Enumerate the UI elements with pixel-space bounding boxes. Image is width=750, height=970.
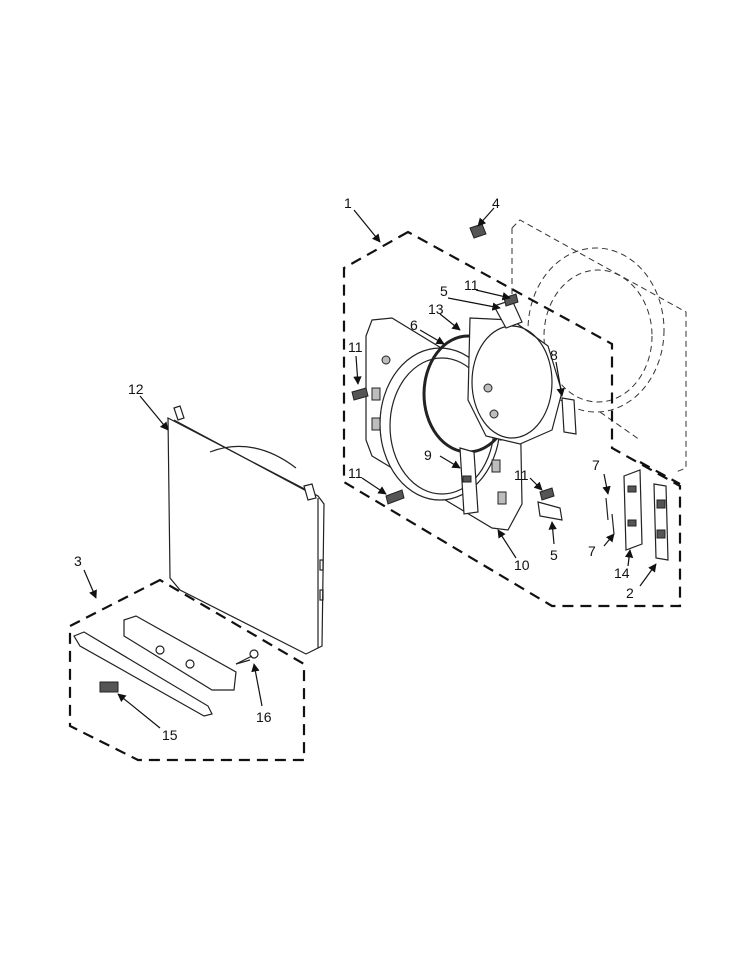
hinge-pin-assembly <box>605 469 643 551</box>
callout-4: 4 <box>492 195 500 211</box>
callout-15: 15 <box>162 727 178 743</box>
callout-11-left-bottom: 11 <box>348 465 363 481</box>
callout-5-lower: 5 <box>550 547 558 563</box>
callout-7-upper: 7 <box>592 457 600 473</box>
door-handle-assembly <box>73 615 251 717</box>
drum-bulkhead <box>467 317 563 445</box>
callout-14: 14 <box>614 565 630 581</box>
callout-10: 10 <box>514 557 530 573</box>
screw-left-top <box>351 387 369 401</box>
hinge-strap <box>459 447 479 515</box>
callout-6: 6 <box>410 317 418 333</box>
callout-16: 16 <box>256 709 272 725</box>
screw-upper-right <box>503 293 519 307</box>
screw-right-bottom <box>539 487 555 501</box>
callout-5-upper: 5 <box>440 283 448 299</box>
callout-12: 12 <box>128 381 144 397</box>
callout-3: 3 <box>74 553 82 569</box>
leader-lines <box>83 207 657 729</box>
screw-left-bottom <box>385 489 405 505</box>
lower-hinge-bracket <box>537 501 563 521</box>
assembly-2-boundary <box>639 461 681 485</box>
door-panel <box>167 405 325 655</box>
callout-11-upper-right: 11 <box>464 277 479 293</box>
callout-11-right-bottom: 11 <box>514 467 529 483</box>
callout-8: 8 <box>550 347 558 363</box>
callout-9: 9 <box>424 447 432 463</box>
assembly-3-boundary <box>68 578 306 762</box>
callout-11-left-top: 11 <box>348 339 363 355</box>
assembly-1-boundary <box>342 230 682 608</box>
callout-7-lower: 7 <box>588 543 596 559</box>
door-latch <box>561 397 577 435</box>
callout-13: 13 <box>428 301 444 317</box>
top-bolt <box>469 223 487 239</box>
hinge-cover <box>653 483 669 561</box>
handle-screw <box>235 649 259 665</box>
callout-2: 2 <box>626 585 634 601</box>
callout-1: 1 <box>344 195 352 211</box>
